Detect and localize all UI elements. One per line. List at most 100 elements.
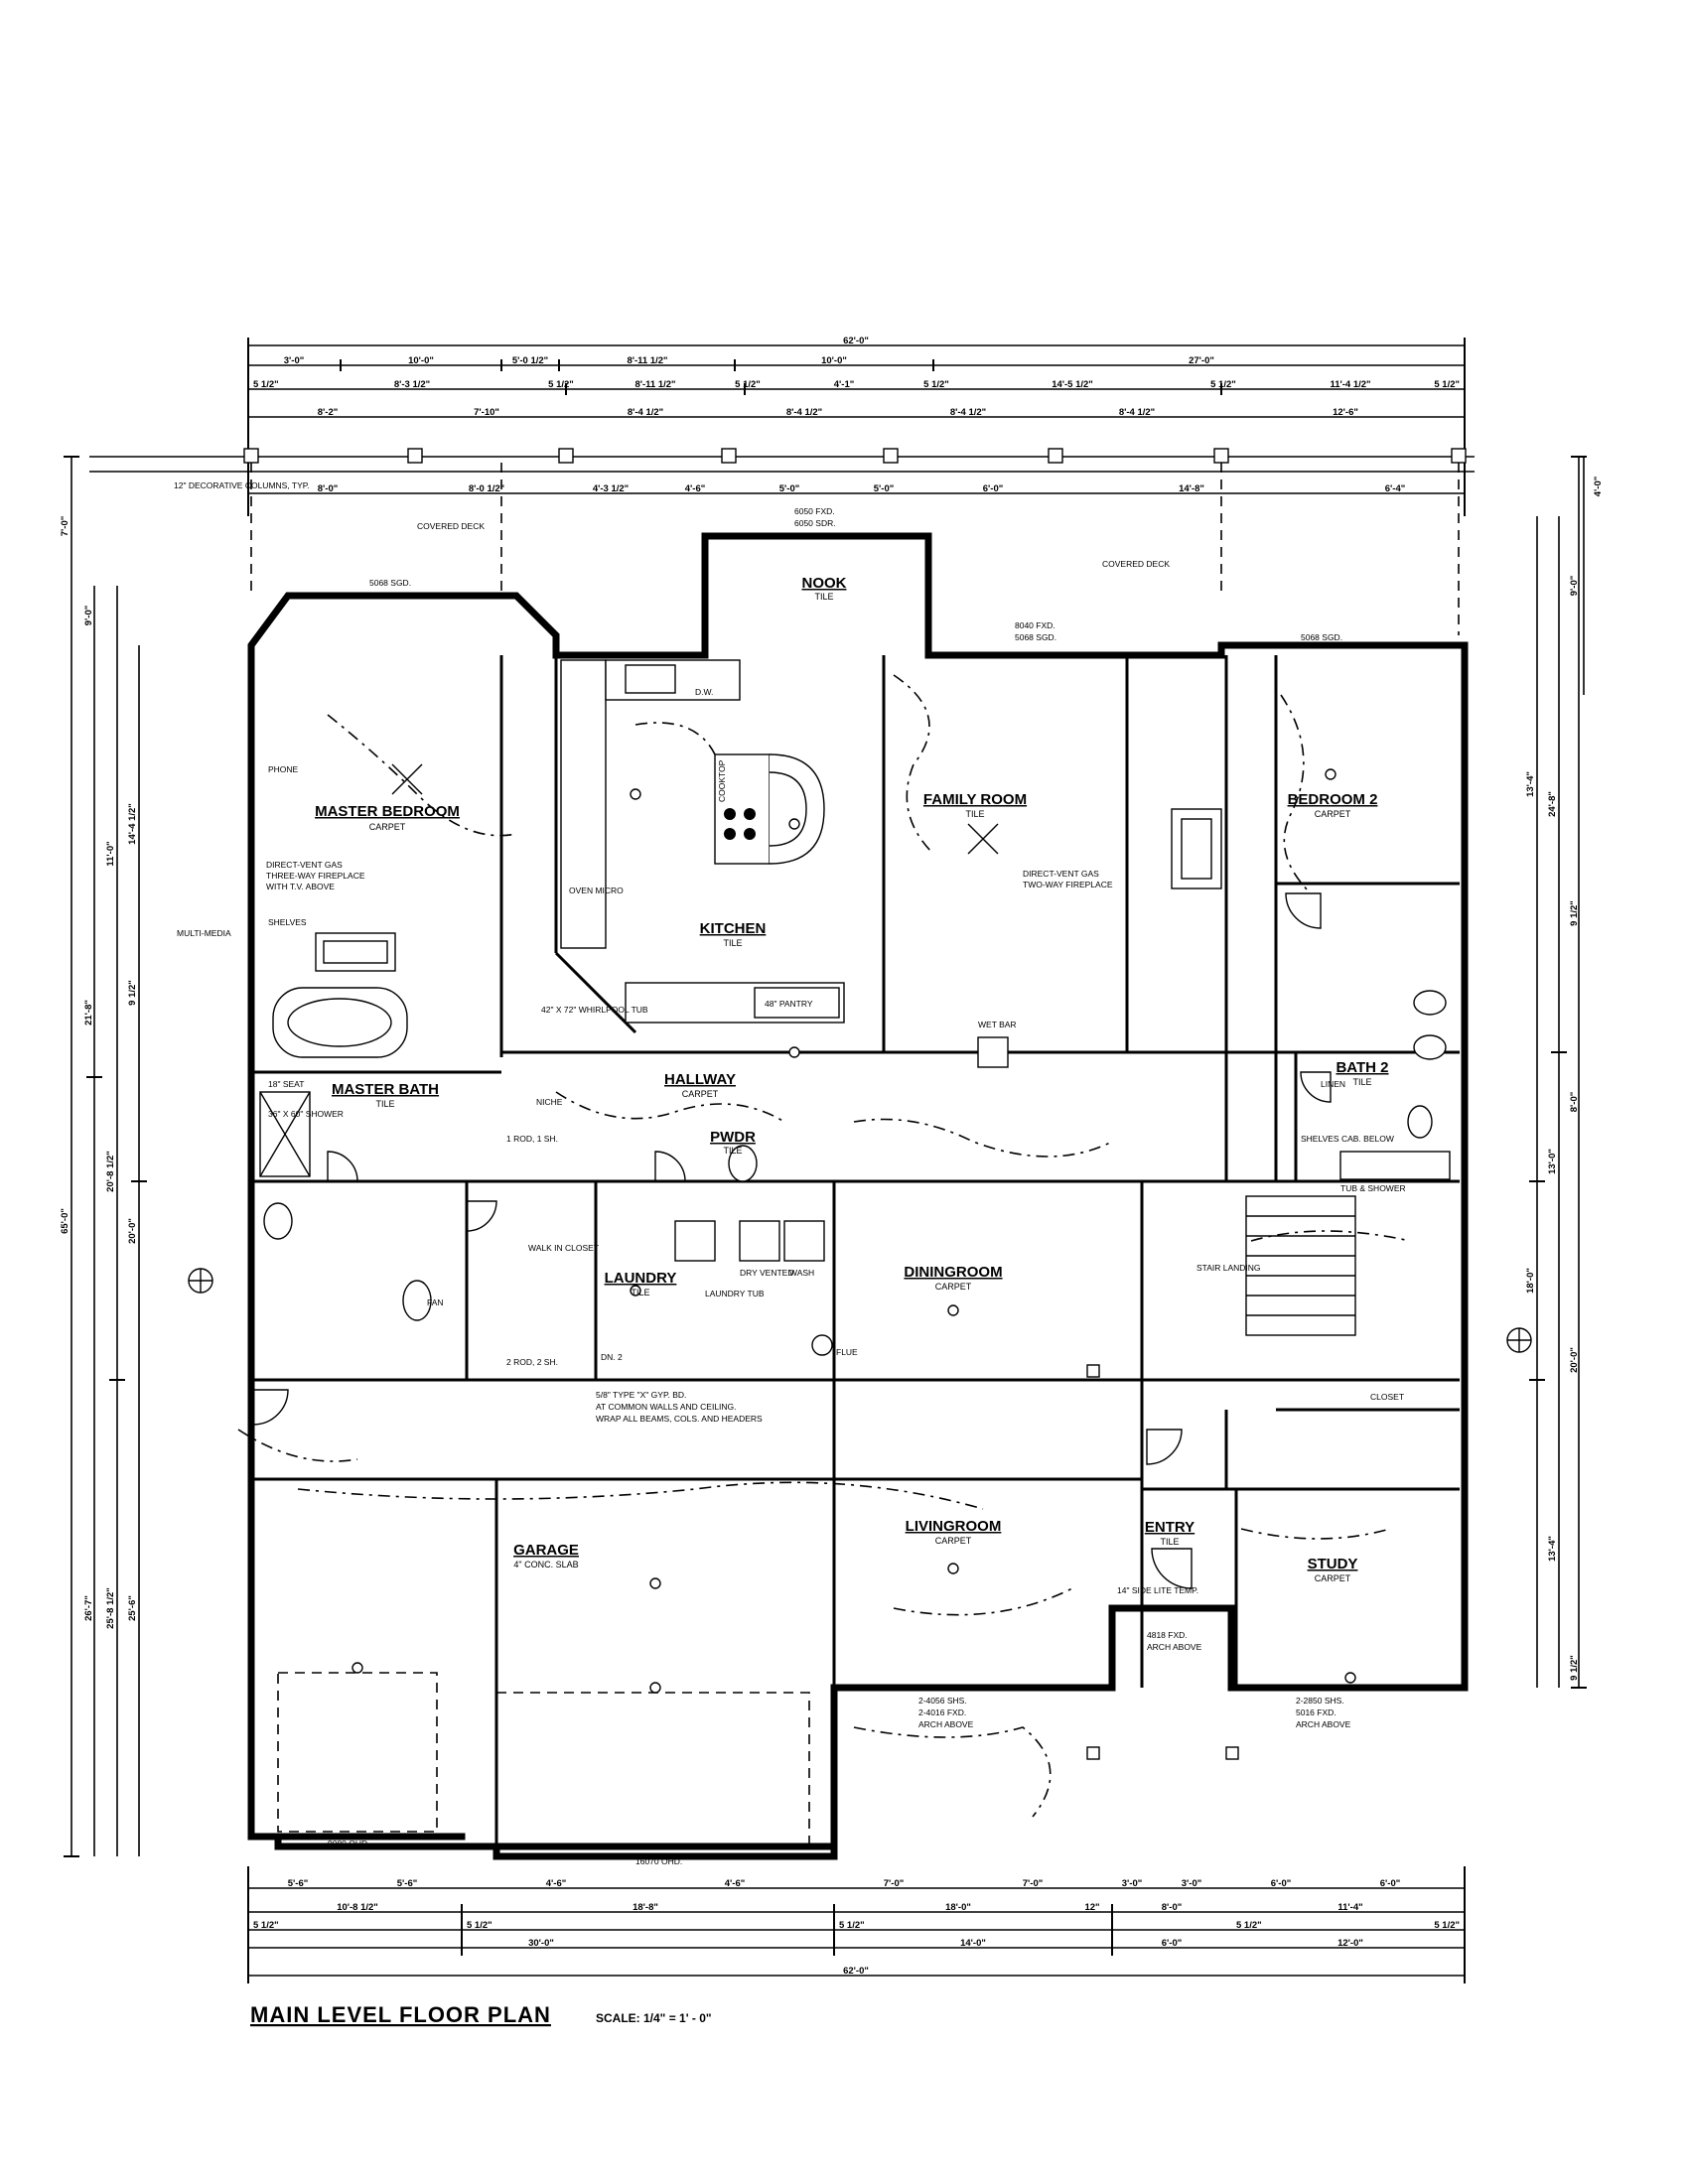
- room-bedroom-2: BEDROOM 2: [1288, 791, 1378, 808]
- dim-top4-2: 8'-4 1/2": [628, 407, 663, 418]
- dim-overall-top: 62'-0": [843, 336, 869, 346]
- room-garage-floor: 4" CONC. SLAB: [513, 1560, 578, 1570]
- laundry-tub-note: LAUNDRY TUB: [705, 1289, 765, 1298]
- dim-top5-5: 5'-0": [874, 483, 895, 494]
- dim-top4-5: 8'-4 1/2": [1119, 407, 1155, 418]
- firewall-note-3: WRAP ALL BEAMS, COLS. AND HEADERS: [596, 1414, 763, 1424]
- dim-top4-1: 7'-10": [474, 407, 499, 418]
- room-bath-2-floor: TILE: [1352, 1077, 1371, 1087]
- dim-bot3-4: 5 1/2": [1434, 1920, 1460, 1931]
- flue-note: FLUE: [836, 1347, 858, 1357]
- fireplaces: [315, 808, 1222, 972]
- covered-deck-right: COVERED DECK: [1102, 559, 1170, 569]
- room-master-bath-floor: TILE: [375, 1099, 394, 1109]
- kitchen-fixtures: 48" PANTRY D.W. OVEN MICRO COOKTOP: [560, 659, 845, 1024]
- bottom-dimensions: 5'-6" 5'-6" 4'-6" 4'-6" 7'-0" 7'-0" 3'-0…: [247, 1866, 1466, 1983]
- plan-scale: SCALE: 1/4" = 1' - 0": [596, 2011, 712, 2025]
- dim-top5-1: 8'-0 1/2": [469, 483, 504, 494]
- dim-left-9: 26'-7": [83, 1595, 94, 1621]
- nook-window-2: 6050 SDR.: [794, 518, 836, 528]
- door-swings: [252, 892, 1332, 1589]
- top-dimensions: 62'-0" 3'-0" 10'-0" 5'-0 1/2" 8'-11 1/2"…: [247, 336, 1466, 516]
- dim-top-f: 27'-0": [1189, 355, 1214, 366]
- study-window-1: 2-2850 SHS.: [1296, 1696, 1344, 1706]
- dim-bot1-3: 4'-6": [725, 1878, 746, 1889]
- title-block: MAIN LEVEL FLOOR PLAN SCALE: 1/4" = 1' -…: [250, 2002, 712, 2027]
- dim-bot1-7: 3'-0": [1182, 1878, 1202, 1889]
- entry-window-2: ARCH ABOVE: [1147, 1642, 1202, 1652]
- dw-note: D.W.: [695, 687, 713, 697]
- dim-bot1-1: 5'-6": [397, 1878, 418, 1889]
- covered-deck-left: COVERED DECK: [417, 521, 485, 531]
- dim-top3-10: 5 1/2": [1434, 379, 1460, 390]
- whirlpool-note: 42" X 72" WHIRLPOOL TUB: [541, 1005, 648, 1015]
- shelves-note: SHELVES: [268, 917, 307, 927]
- closet-note: CLOSET: [1370, 1392, 1404, 1402]
- dryer-note: DRY VENTED: [740, 1268, 793, 1278]
- oven-note: OVEN MICRO: [569, 886, 624, 895]
- dim-right-2: 13'-4": [1525, 771, 1536, 797]
- bath-fixtures: 42" X 72" WHIRLPOOL TUB 18" SEAT 36" X 6…: [259, 987, 1451, 1760]
- room-master-bedroom: MASTER BEDROOM: [315, 803, 460, 820]
- rod-shelf-1-note: 1 ROD, 1 SH.: [506, 1134, 558, 1144]
- stair: STAIR LANDING CLOSET: [1196, 1195, 1404, 1402]
- br2-door: 5068 SGD.: [1301, 632, 1342, 642]
- room-kitchen: KITCHEN: [700, 920, 767, 937]
- dim-bot2-4: 8'-0": [1162, 1902, 1183, 1913]
- dim-top3-2: 5 1/2": [548, 379, 574, 390]
- firewall-note-1: 5/8" TYPE "X" GYP. BD.: [596, 1390, 686, 1400]
- dim-top5-4: 5'-0": [779, 483, 800, 494]
- dim-top4-4: 8'-4 1/2": [950, 407, 986, 418]
- dim-top-b: 10'-0": [408, 355, 434, 366]
- dim-right-7: 18'-0": [1525, 1268, 1536, 1294]
- dim-overall-bottom: 62'-0": [843, 1966, 869, 1977]
- dim-left-0: 7'-0": [60, 516, 70, 537]
- room-entry: ENTRY: [1145, 1519, 1195, 1536]
- dim-bot1-9: 6'-0": [1380, 1878, 1401, 1889]
- room-nook-floor: TILE: [814, 592, 833, 602]
- dim-left-10: 25'-8 1/2": [105, 1587, 116, 1629]
- dim-bot2-3: 12": [1084, 1902, 1099, 1913]
- plan-title: MAIN LEVEL FLOOR PLAN: [250, 2002, 551, 2027]
- section-markers: [188, 1268, 1532, 1353]
- entry-window-1: 4818 FXD.: [1147, 1630, 1188, 1640]
- dim-bot2-2: 18'-0": [945, 1902, 971, 1913]
- dim-top3-9: 11'-4 1/2": [1330, 379, 1370, 390]
- dim-right-6: 13'-0": [1547, 1149, 1558, 1174]
- dim-left-3: 11'-0": [105, 841, 116, 866]
- dim-top-c: 5'-0 1/2": [512, 355, 548, 366]
- room-family-room-floor: TILE: [965, 809, 984, 819]
- dim-right-10: 9 1/2": [1569, 1655, 1580, 1681]
- wet-bar-note: WET BAR: [978, 1020, 1017, 1029]
- dim-bot1-2: 4'-6": [546, 1878, 567, 1889]
- dn-note: DN. 2: [601, 1352, 623, 1362]
- dim-bot4-0: 30'-0": [528, 1938, 554, 1949]
- side-lite-note: 14" SIDE LITE TEMP.: [1117, 1585, 1198, 1595]
- study-window-2: 5016 FXD.: [1296, 1707, 1336, 1717]
- dim-top4-3: 8'-4 1/2": [786, 407, 822, 418]
- dim-left-6: 20'-8 1/2": [105, 1151, 116, 1192]
- walk-in-closet-note: WALK IN CLOSET: [528, 1243, 599, 1253]
- dim-top3-1: 8'-3 1/2": [394, 379, 430, 390]
- dim-bot2-1: 18'-8": [633, 1902, 658, 1913]
- dim-right-1: 9'-0": [1569, 576, 1580, 597]
- dim-top4-0: 8'-2": [318, 407, 339, 418]
- dim-bot3-1: 5 1/2": [467, 1920, 492, 1931]
- firewall-note-2: AT COMMON WALLS AND CEILING.: [596, 1402, 737, 1412]
- dim-bot4-2: 6'-0": [1162, 1938, 1183, 1949]
- dim-bot3-3: 5 1/2": [1236, 1920, 1262, 1931]
- room-master-bath: MASTER BATH: [332, 1081, 439, 1098]
- dim-left-1: 9'-0": [83, 606, 94, 626]
- shower-note: 36" X 60" SHOWER: [268, 1109, 344, 1119]
- interior-walls: [251, 655, 1460, 1846]
- room-labels: MASTER BEDROOM CARPET NOOK TILE KITCHEN …: [315, 575, 1388, 1583]
- nook-window: 6050 FXD.: [794, 506, 835, 516]
- dim-top5-3: 4'-6": [685, 483, 706, 494]
- stair-landing-note: STAIR LANDING: [1196, 1263, 1261, 1273]
- room-family-room: FAMILY ROOM: [923, 791, 1027, 808]
- dim-top3-5: 4'-1": [834, 379, 855, 390]
- dim-top3-7: 14'-5 1/2": [1052, 379, 1093, 390]
- dim-top5-6: 6'-0": [983, 483, 1004, 494]
- dim-left-7: 20'-0": [127, 1218, 138, 1244]
